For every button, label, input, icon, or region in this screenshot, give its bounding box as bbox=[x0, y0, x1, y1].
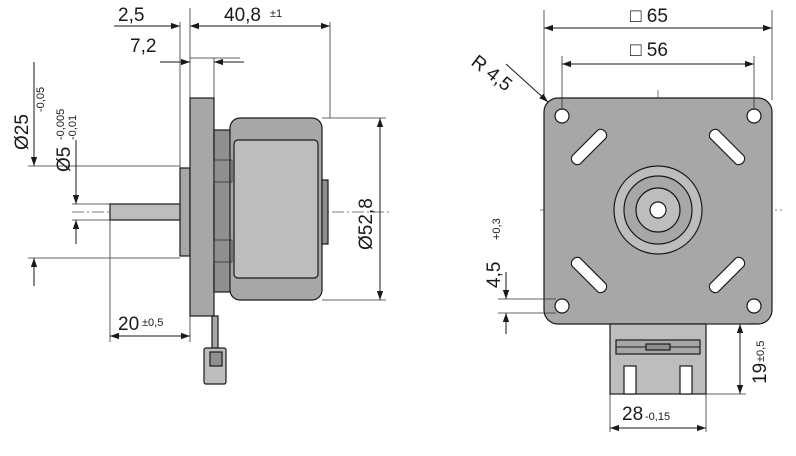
mounting-hole-tl bbox=[554, 108, 570, 124]
front-view: □ 65 □ 56 R 4,5 4,5 +0,3 19 ±0,5 28 -0,1… bbox=[467, 6, 782, 432]
mounting-hole-tr bbox=[746, 108, 762, 124]
flange-spacer bbox=[213, 129, 233, 293]
front-boss bbox=[179, 167, 191, 257]
mounting-flange bbox=[189, 97, 215, 317]
dim-shaft-diameter-tol-upper: -0,005 bbox=[55, 109, 67, 140]
arc-slot-br bbox=[708, 256, 746, 294]
arc-slot-tr bbox=[708, 128, 746, 166]
motor-body-band bbox=[233, 139, 319, 279]
shaft-end bbox=[649, 201, 667, 219]
dim-shaft-offset: 7,2 bbox=[130, 36, 156, 57]
mounting-hole-br bbox=[746, 298, 762, 314]
slot-lower bbox=[213, 239, 233, 263]
connector-tab bbox=[209, 351, 223, 367]
dim-corner-radius: R 4,5 bbox=[467, 51, 516, 96]
arc-slot-tl bbox=[570, 128, 608, 166]
connector-pin-slot-right bbox=[679, 365, 693, 395]
dim-shaft-length: 20 bbox=[118, 314, 139, 335]
dim-body-length: 40,8 bbox=[224, 5, 261, 26]
dim-hole-diameter: 4,5 bbox=[484, 262, 505, 288]
dim-outer-square: □ 65 bbox=[630, 6, 668, 27]
dim-outer-diameter-tol: -0,05 bbox=[35, 87, 47, 112]
dim-hole-square: □ 56 bbox=[630, 40, 668, 61]
dim-shaft-diameter-tol-lower: -0,01 bbox=[67, 115, 79, 140]
dim-motor-diameter: Ø52,8 bbox=[356, 198, 377, 250]
dim-hole-diameter-tol: +0,3 bbox=[491, 218, 503, 240]
dim-shaft-diameter: Ø5 bbox=[54, 147, 75, 172]
dim-connector-height-tol: ±0,5 bbox=[755, 341, 767, 362]
dim-body-length-tol: ±1 bbox=[270, 8, 282, 20]
connector-lock bbox=[645, 343, 671, 351]
connector-stem bbox=[211, 315, 219, 353]
connector-pin-slot-left bbox=[623, 365, 637, 395]
motor-shaft bbox=[109, 203, 183, 221]
side-view: 2,5 40,8 ±1 7,2 Ø25 -0,05 Ø5 -0,005 -0,0… bbox=[12, 5, 392, 385]
arc-slot-bl bbox=[570, 256, 608, 294]
dim-flange-thickness: 2,5 bbox=[118, 5, 144, 26]
dim-shaft-length-tol: ±0,5 bbox=[142, 317, 163, 329]
slot-upper bbox=[213, 159, 233, 183]
dim-connector-width: 28 bbox=[622, 404, 643, 425]
mounting-hole-bl bbox=[554, 298, 570, 314]
dim-connector-height: 19 bbox=[750, 363, 771, 384]
rear-cap bbox=[321, 179, 329, 245]
dim-outer-diameter: Ø25 bbox=[12, 114, 33, 150]
dim-connector-width-tol: -0,15 bbox=[645, 411, 670, 423]
